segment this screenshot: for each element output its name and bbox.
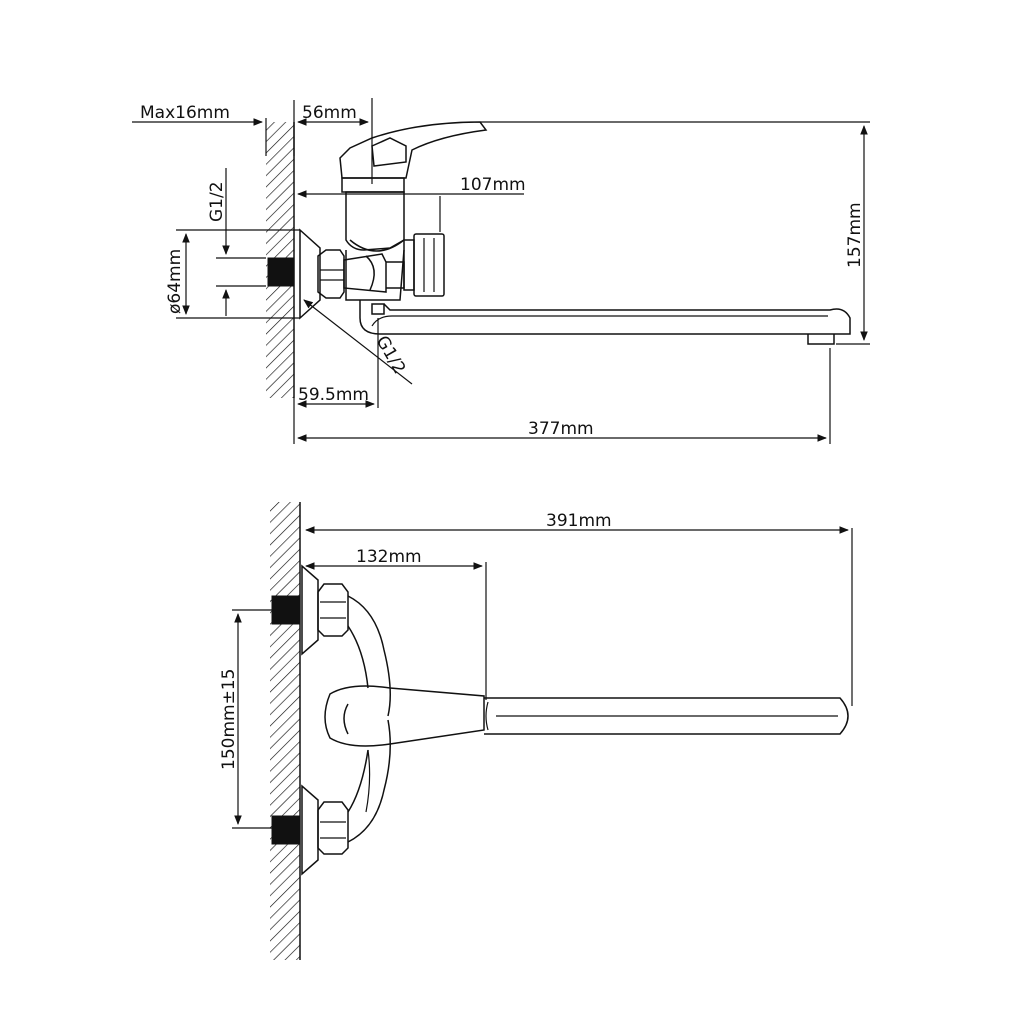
- nut-top: [317, 583, 349, 637]
- eccentric-connector: [343, 253, 387, 293]
- cartridge-cap: [341, 177, 405, 193]
- dim-150: 150mm±15: [219, 609, 272, 829]
- dim-59: 59.5mm: [297, 318, 379, 408]
- dim-64: ø64mm: [165, 229, 300, 319]
- dim-g12-bottom: G1/2: [303, 299, 413, 385]
- flange-bottom: [301, 784, 319, 876]
- lever-handle-plan: [324, 685, 485, 747]
- dim-377: 377mm: [293, 348, 831, 444]
- pipe-top: [271, 595, 301, 625]
- flange: [299, 228, 321, 320]
- diverter-knob: [403, 233, 445, 297]
- label-g12-top: G1/2: [207, 181, 227, 222]
- label-391: 391mm: [546, 511, 612, 531]
- label-157: 157mm: [845, 202, 865, 268]
- spout-side: [359, 300, 851, 345]
- label-132: 132mm: [356, 547, 422, 567]
- dim-132: 132mm: [305, 547, 487, 700]
- dim-g12-top: G1/2: [207, 168, 266, 316]
- wall-thread-pipe: [267, 257, 295, 287]
- spout-plan: [484, 697, 849, 735]
- label-64: ø64mm: [165, 249, 185, 314]
- nut-bottom: [317, 801, 349, 855]
- flange-top: [301, 564, 319, 656]
- lever-handle: [339, 121, 488, 179]
- pipe-bottom: [271, 815, 301, 845]
- dim-157: 157mm: [480, 121, 870, 345]
- valve-body: [345, 191, 405, 251]
- label-377: 377mm: [528, 419, 594, 439]
- label-56: 56mm: [302, 103, 357, 123]
- label-107: 107mm: [460, 175, 526, 195]
- mixer-body-plan: [347, 595, 391, 843]
- label-150: 150mm±15: [219, 669, 239, 770]
- plan-view: 391mm 132mm 150mm±15: [219, 502, 853, 960]
- dim-56: 56mm: [297, 98, 373, 184]
- label-59: 59.5mm: [298, 385, 369, 405]
- hex-nut: [317, 249, 345, 299]
- label-g12-bottom: G1/2: [372, 333, 410, 378]
- wall-plan: [270, 502, 301, 960]
- dim-107: 107mm: [297, 175, 526, 232]
- dim-391: 391mm: [305, 511, 853, 706]
- label-max16: Max16mm: [140, 103, 230, 123]
- dim-max16: Max16mm: [132, 100, 295, 156]
- side-view: Max16mm 56mm 157mm 107mm G1/2: [132, 98, 870, 444]
